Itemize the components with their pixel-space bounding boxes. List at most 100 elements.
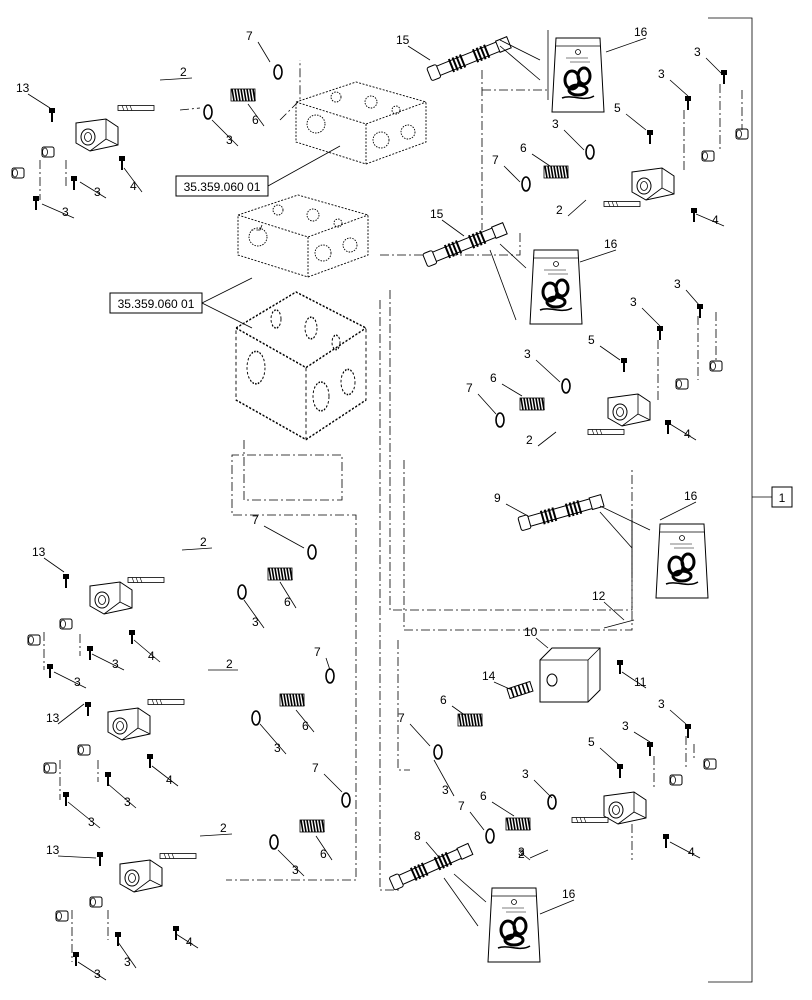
leader-line [603, 601, 625, 621]
callout-3d: 3 [694, 45, 723, 75]
callout-4c: 4 [669, 423, 697, 441]
callout-number: 16 [634, 25, 648, 39]
leader-line [257, 41, 271, 63]
callout-7g: 7 [312, 761, 343, 793]
assembly-label-box [771, 486, 793, 508]
callout-number: 3 [274, 741, 281, 755]
callout-number: 3 [88, 815, 95, 829]
leader-line [563, 129, 585, 151]
callout-2f: 2 [199, 821, 233, 837]
callout-6f: 6 [440, 693, 467, 717]
callout-3q: 3 [522, 767, 553, 799]
callout-number: 13 [16, 81, 30, 95]
callout-number: 15 [430, 207, 444, 221]
callout-number: 2 [518, 847, 525, 861]
leader-line [259, 723, 287, 755]
leader-line [175, 933, 199, 949]
callout-3e: 3 [658, 67, 689, 97]
callout-4a: 4 [123, 167, 143, 193]
leader-line [519, 851, 531, 861]
callout-number: 16 [684, 489, 698, 503]
callout-7d: 7 [252, 513, 305, 549]
callout-number: 7 [246, 29, 253, 43]
callout-3f: 3 [552, 117, 585, 151]
callout-7c: 7 [466, 381, 497, 415]
spool-15-top [425, 34, 513, 82]
leader-line [451, 705, 467, 717]
leader-line [685, 289, 701, 307]
callout-7f: 7 [398, 711, 431, 747]
callout-number: 4 [130, 179, 137, 193]
callout-14a: 14 [482, 669, 513, 691]
callout-3c: 3 [41, 203, 75, 219]
callout-3m: 3 [259, 723, 287, 755]
callout-3b: 3 [79, 181, 107, 199]
leader-line [505, 503, 529, 517]
callout-number: 3 [622, 719, 629, 733]
callout-3r: 3 [622, 719, 651, 743]
callout-number: 3 [94, 185, 101, 199]
callout-16b: 16 [579, 237, 618, 263]
callout-7e: 7 [314, 645, 331, 671]
assembly-bracket [708, 17, 753, 983]
seal-kit-bag-3 [654, 522, 710, 600]
callout-number: 14 [482, 669, 496, 683]
callout-number: 4 [712, 213, 719, 227]
leader-line [625, 113, 647, 131]
callout-6a: 6 [247, 103, 265, 127]
callout-3v: 3 [117, 941, 137, 969]
callout-7h: 7 [458, 799, 485, 831]
callout-number: 3 [658, 67, 665, 81]
callout-6e: 6 [295, 709, 315, 733]
leader-line [57, 855, 97, 859]
callout-2g: 2 [518, 847, 531, 861]
leader-line [315, 835, 333, 861]
callout-3a: 3 [211, 119, 239, 147]
callout-4d: 4 [133, 639, 161, 663]
reference-label-1: 35.359.060 01 [184, 180, 261, 194]
callout-number: 7 [458, 799, 465, 813]
callout-number: 7 [312, 761, 319, 775]
leader-line [199, 833, 233, 837]
callout-15b: 15 [430, 207, 465, 237]
callout-3g: 3 [674, 277, 701, 307]
callout-number: 2 [220, 821, 227, 835]
callout-number: 4 [186, 935, 193, 949]
callout-number: 3 [226, 133, 233, 147]
leader-line [247, 103, 265, 127]
callout-6c: 6 [490, 371, 523, 397]
callout-7a: 7 [246, 29, 271, 63]
callout-number: 7 [252, 513, 259, 527]
end-cap-1 [75, 118, 119, 152]
callout-13b: 13 [32, 545, 65, 573]
leader-line [79, 181, 107, 199]
leader-line [57, 703, 85, 725]
seal-kit-bag-4 [486, 886, 542, 964]
leader-line [599, 747, 619, 765]
seal-kit-bag-1 [550, 36, 606, 114]
callout-number: 3 [252, 615, 259, 629]
callout-number: 13 [46, 711, 60, 725]
callout-number: 3 [292, 863, 299, 877]
callout-number: 6 [302, 719, 309, 733]
callout-number: 4 [166, 773, 173, 787]
callout-2d: 2 [181, 535, 213, 551]
leader-line [641, 307, 661, 327]
spool-8 [387, 841, 475, 892]
leader-line [323, 773, 343, 793]
callout-3p: 3 [433, 759, 455, 797]
leader-line [705, 57, 723, 75]
callout-number: 2 [200, 535, 207, 549]
spool-15-middle [421, 220, 509, 268]
leader-line [117, 941, 137, 969]
leader-line [43, 557, 65, 573]
callout-7b: 7 [492, 153, 521, 183]
leader-line [277, 849, 305, 877]
callout-number: 5 [614, 101, 621, 115]
leader-line [441, 219, 465, 237]
leader-line [539, 899, 575, 915]
callout-4e: 4 [151, 765, 179, 787]
leader-line [567, 199, 587, 217]
callout-number: 3 [524, 347, 531, 361]
